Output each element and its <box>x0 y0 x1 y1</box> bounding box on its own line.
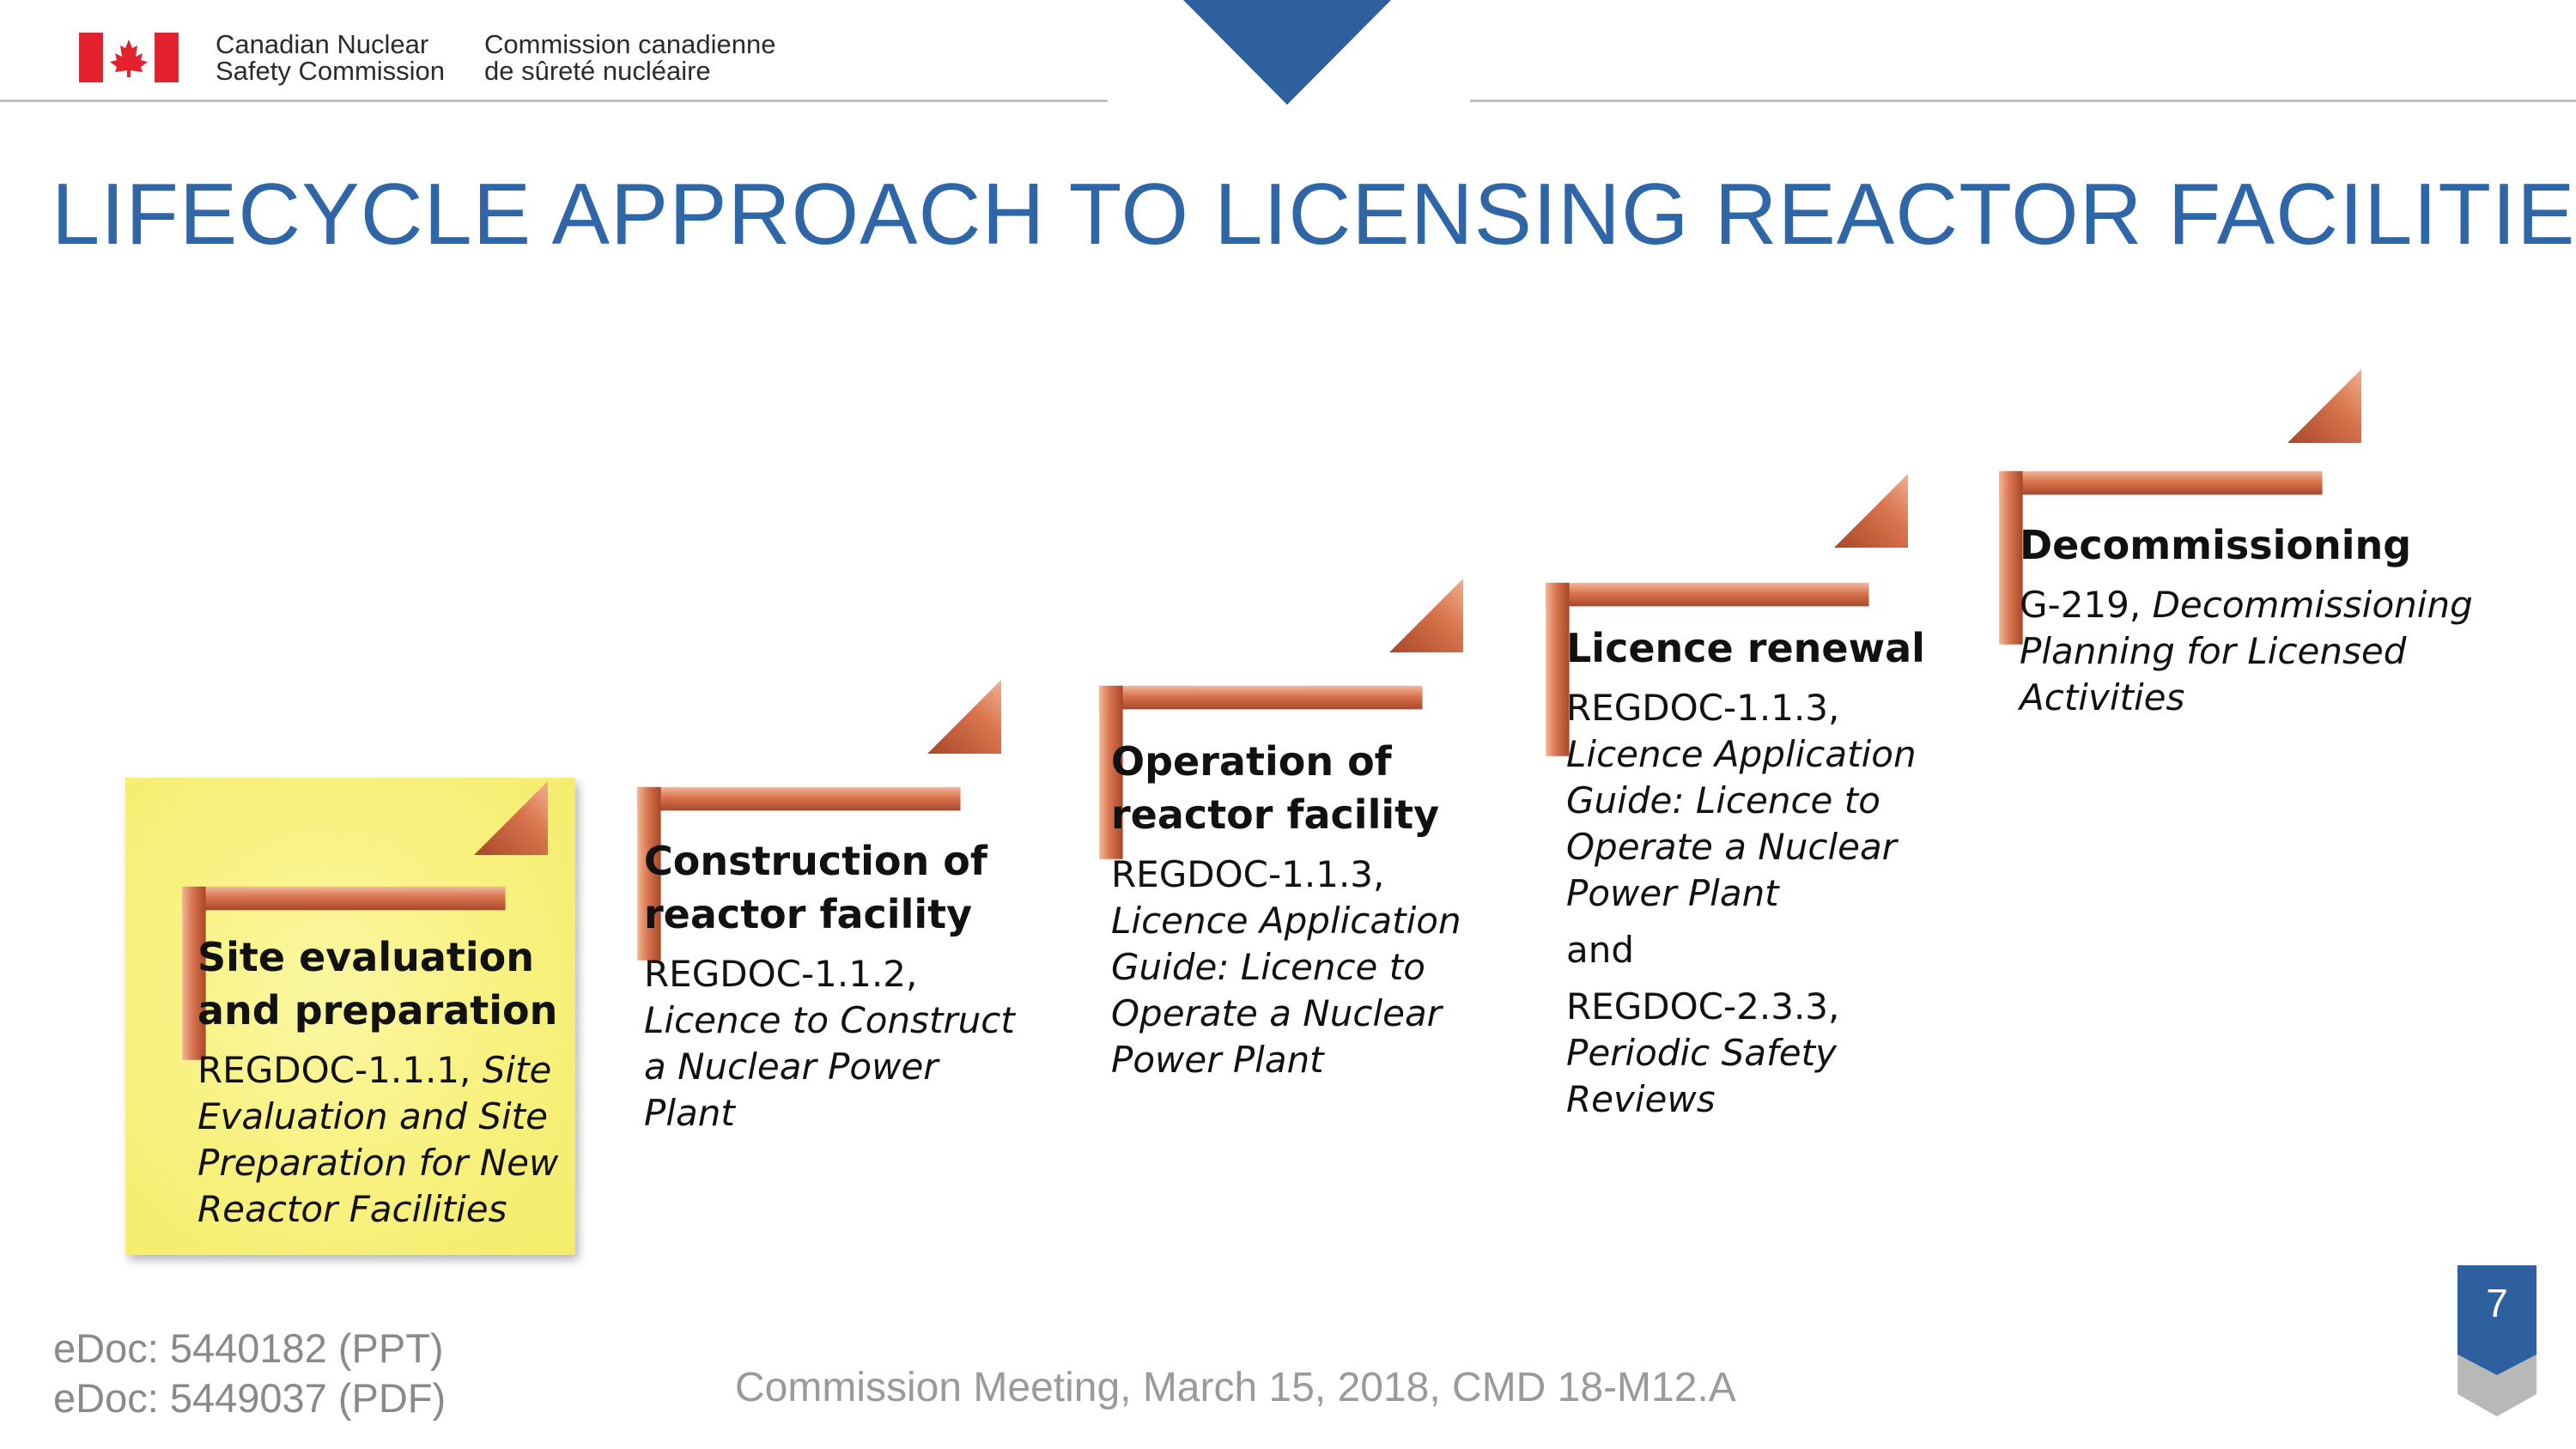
step-operation: Operation of reactor facility REGDOC-1.1… <box>1111 735 1461 1083</box>
step-bracket-1 <box>182 886 506 1060</box>
org-fr-line2: de sûreté nucléaire <box>484 56 711 86</box>
document-title-line: Operate a Nuclear <box>1111 992 1442 1034</box>
step-heading-line: Operation of <box>1111 738 1392 785</box>
document-title-line: Licence Application <box>1111 900 1461 942</box>
document-id: G-219, <box>2020 584 2142 626</box>
step-arrow-icon-5 <box>2287 369 2361 443</box>
org-en-line1: Canadian Nuclear <box>216 29 429 59</box>
step-bracket-3 <box>1099 685 1423 859</box>
step-heading-line: and preparation <box>197 987 558 1034</box>
step-arrow-icon-3 <box>1389 579 1463 652</box>
step-arrow-icon-4 <box>1834 474 1908 548</box>
document-title-line: Planning for Licensed <box>2020 630 2407 672</box>
step-arrow-icon-1 <box>474 781 548 855</box>
edoc-ppt-reference: eDoc: 5440182 (PPT) <box>53 1325 444 1371</box>
document-id: REGDOC-1.1.3, <box>1566 687 1840 729</box>
step-heading-line: Construction of <box>644 838 987 884</box>
document-title-line: Power Plant <box>1566 872 1779 914</box>
document-title-line: Reactor Facilities <box>197 1188 507 1230</box>
step-document-line: G-219, Decommissioning <box>2020 582 2473 628</box>
page-number: 7 <box>2486 1281 2508 1325</box>
connector-text: and <box>1566 929 1635 971</box>
document-title-line: Licence to Construct <box>644 999 1015 1041</box>
page-title: LIFECYCLE APPROACH TO LICENSING REACTOR … <box>52 167 2576 263</box>
organization-name-english: Canadian Nuclear Safety Commission <box>216 31 473 84</box>
step-document-line: REGDOC-1.1.1, Site <box>197 1047 558 1094</box>
document-id: REGDOC-1.1.2, <box>644 953 918 995</box>
document-id: REGDOC-1.1.1, <box>197 1049 471 1091</box>
org-fr-line1: Commission canadienne <box>484 29 776 59</box>
step-construction: Construction of reactor facility REGDOC-… <box>644 834 1015 1137</box>
step-heading-line: Decommissioning <box>2020 522 2412 568</box>
document-id: REGDOC-1.1.3, <box>1111 853 1385 895</box>
edoc-pdf-reference: eDoc: 5449037 (PDF) <box>53 1375 447 1421</box>
org-en-line2: Safety Commission <box>216 56 446 86</box>
document-id: REGDOC-2.3.3, <box>1566 985 1840 1028</box>
document-title-line: Periodic Safety <box>1566 1032 1837 1074</box>
step-heading-line: reactor facility <box>1111 791 1440 838</box>
document-title-line: Power Plant <box>1111 1039 1324 1081</box>
header-divider-left <box>0 100 1108 102</box>
canada-flag-icon <box>79 33 179 82</box>
step-bracket-5 <box>1999 470 2323 645</box>
document-title-line: Site <box>482 1049 552 1091</box>
document-title-line: Plant <box>644 1092 735 1134</box>
document-title-line: Preparation for New <box>197 1142 559 1184</box>
organization-name-french: Commission canadienne de sûreté nucléair… <box>484 31 854 84</box>
document-title-line: Reviews <box>1566 1078 1716 1120</box>
document-title-line: Evaluation and Site <box>197 1095 548 1137</box>
step-arrow-icon-2 <box>927 680 1001 754</box>
step-bracket-2 <box>637 786 961 961</box>
document-title-line: Operate a Nuclear <box>1566 826 1897 868</box>
header-divider-right <box>1470 100 2576 102</box>
step-heading-line: reactor facility <box>644 891 973 937</box>
document-title-line: Licence Application <box>1566 733 1917 775</box>
header-triangle-icon <box>1183 0 1391 105</box>
page-badge-icon <box>2458 1265 2537 1416</box>
document-title-line: Guide: Licence to <box>1566 779 1880 822</box>
meeting-reference: Commission Meeting, March 15, 2018, CMD … <box>735 1365 1736 1410</box>
document-title-line: Activities <box>2020 676 2185 718</box>
step-decommissioning: Decommissioning G-219, Decommissioning P… <box>2020 518 2473 721</box>
step-heading-line: Site evaluation <box>197 934 534 980</box>
step-heading-line: Licence renewal <box>1566 625 1925 671</box>
document-title-line: a Nuclear Power <box>644 1046 939 1088</box>
step-site-evaluation: Site evaluation and preparation REGDOC-1… <box>197 931 558 1233</box>
step-bracket-4 <box>1546 582 1869 756</box>
document-title-line: Decommissioning <box>2152 584 2473 626</box>
document-title-line: Guide: Licence to <box>1111 946 1425 988</box>
step-licence-renewal: Licence renewal REGDOC-1.1.3, Licence Ap… <box>1566 621 1925 1123</box>
